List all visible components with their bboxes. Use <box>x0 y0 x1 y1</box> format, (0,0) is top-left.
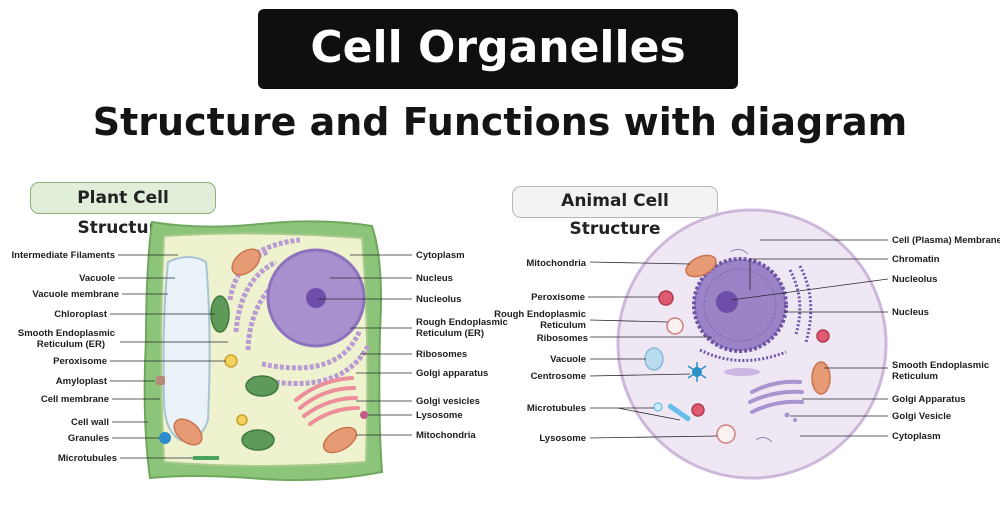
plant-label-vacuole: Vacuole <box>79 273 115 284</box>
animal-label-nucleolus: Nucleolus <box>892 274 937 285</box>
plant-label-granules: Granules <box>68 433 109 444</box>
plant-label-amyloplast: Amyloplast <box>56 376 108 387</box>
plant-label-smooth-er-2: Reticulum (ER) <box>37 339 105 350</box>
plant-label-cytoplasm: Cytoplasm <box>416 250 465 261</box>
page-title: Cell Organelles <box>310 22 686 73</box>
animal-labels-right: Cell (Plasma) Membrane Chromatin Nucleol… <box>892 235 1000 442</box>
animal-lysosome <box>716 424 736 444</box>
animal-rough-er <box>699 265 813 362</box>
animal-cell <box>616 208 888 480</box>
animal-label-lysosome: Lysosome <box>539 433 586 444</box>
plant-label-microtubules: Microtubules <box>58 453 117 464</box>
animal-golgi-vesicle <box>793 418 797 422</box>
plant-mitochondrion <box>322 426 358 454</box>
animal-label-centrosome: Centrosome <box>531 371 586 382</box>
plant-label-nucleolus: Nucleolus <box>416 294 461 305</box>
animal-labels-left: Mitochondria Peroxisome Rough Endoplasmi… <box>494 258 588 444</box>
plant-mitochondrion <box>173 418 203 446</box>
plant-labels-right: Cytoplasm Nucleus Nucleolus Rough Endopl… <box>416 250 508 441</box>
page-subtitle: Structure and Functions with diagram <box>92 100 908 144</box>
animal-lysosome <box>666 317 684 335</box>
plant-label-cell-membrane: Cell membrane <box>41 394 109 405</box>
animal-nucleolus <box>716 291 738 313</box>
animal-nucleus <box>692 257 788 353</box>
animal-cell-heading: Animal Cell Structure <box>512 186 718 239</box>
plant-chloroplast <box>245 375 279 397</box>
animal-cytoplasm-fiber <box>729 248 749 255</box>
plant-label-lysosome: Lysosome <box>416 410 463 421</box>
animal-vacuole <box>644 347 664 371</box>
animal-label-peroxisome: Peroxisome <box>531 292 585 303</box>
plant-label-vacuole-membrane: Vacuole membrane <box>32 289 119 300</box>
animal-cytoplasm-fiber <box>755 436 773 443</box>
plant-label-nucleus: Nucleus <box>416 273 453 284</box>
animal-centrosome <box>687 362 707 382</box>
title-banner <box>258 9 738 89</box>
animal-mitochondrion <box>685 254 717 278</box>
plant-cell <box>143 220 384 481</box>
plant-label-peroxisome: Peroxisome <box>53 356 107 367</box>
animal-peroxisome <box>658 290 674 306</box>
animal-mitochondrion <box>811 361 831 395</box>
plant-label-cell-wall: Cell wall <box>71 417 109 428</box>
animal-label-ribosomes: Ribosomes <box>537 333 588 344</box>
animal-label-rough-er-1: Rough Endoplasmic <box>494 309 586 320</box>
plant-microtubule <box>193 456 219 460</box>
animal-golgi <box>748 379 804 414</box>
animal-smooth-er <box>724 368 760 376</box>
animal-label-chromatin: Chromatin <box>892 254 940 265</box>
animal-label-vacuole: Vacuole <box>550 354 586 365</box>
plant-granule <box>159 432 171 444</box>
plant-leader-lines-right <box>318 254 412 436</box>
animal-golgi-vesicle <box>784 412 790 418</box>
animal-microtubules <box>653 402 691 422</box>
plant-amyloplast <box>156 376 165 385</box>
plant-label-intermediate-filaments: Intermediate Filaments <box>12 250 115 261</box>
plant-peroxisome <box>236 414 248 426</box>
plant-vacuole <box>162 256 211 442</box>
animal-label-smooth-er-1: Smooth Endoplasmic <box>892 360 989 371</box>
plant-peroxisome <box>224 354 238 368</box>
animal-label-rough-er-2: Reticulum <box>540 320 586 331</box>
animal-label-microtubules: Microtubules <box>527 403 586 414</box>
plant-label-smooth-er-1: Smooth Endoplasmic <box>18 328 115 339</box>
animal-peroxisome <box>816 329 830 343</box>
plant-mitochondrion <box>231 248 261 276</box>
plant-label-ribosomes: Ribosomes <box>416 349 467 360</box>
animal-label-mitochondria: Mitochondria <box>526 258 586 269</box>
plant-label-golgi-apparatus: Golgi apparatus <box>416 368 488 379</box>
animal-chromatin <box>703 268 777 342</box>
animal-label-golgi-apparatus: Golgi Apparatus <box>892 394 966 405</box>
animal-label-cytoplasm: Cytoplasm <box>892 431 941 442</box>
plant-label-rough-er-2: Reticulum (ER) <box>416 328 484 339</box>
plant-label-rough-er-1: Rough Endoplasmic <box>416 317 508 328</box>
animal-leader-lines <box>588 239 889 439</box>
plant-nucleolus <box>306 288 326 308</box>
plant-chloroplast <box>241 429 275 451</box>
animal-label-golgi-vesicle: Golgi Vesicle <box>892 411 951 422</box>
animal-label-nucleus: Nucleus <box>892 307 929 318</box>
plant-leader-lines <box>110 254 228 459</box>
plant-label-chloroplast: Chloroplast <box>54 309 108 320</box>
plant-labels-left: Intermediate Filaments Vacuole Vacuole m… <box>12 250 119 464</box>
animal-peroxisome <box>691 403 705 417</box>
plant-label-mitochondria: Mitochondria <box>416 430 476 441</box>
plant-golgi <box>294 376 360 426</box>
plant-cell-heading: Plant Cell Structure <box>30 182 216 238</box>
plant-label-golgi-vesicles: Golgi vesicles <box>416 396 480 407</box>
plant-lysosome <box>360 411 368 419</box>
animal-label-smooth-er-2: Reticulum <box>892 371 938 382</box>
animal-label-cell-membrane: Cell (Plasma) Membrane <box>892 235 1000 246</box>
